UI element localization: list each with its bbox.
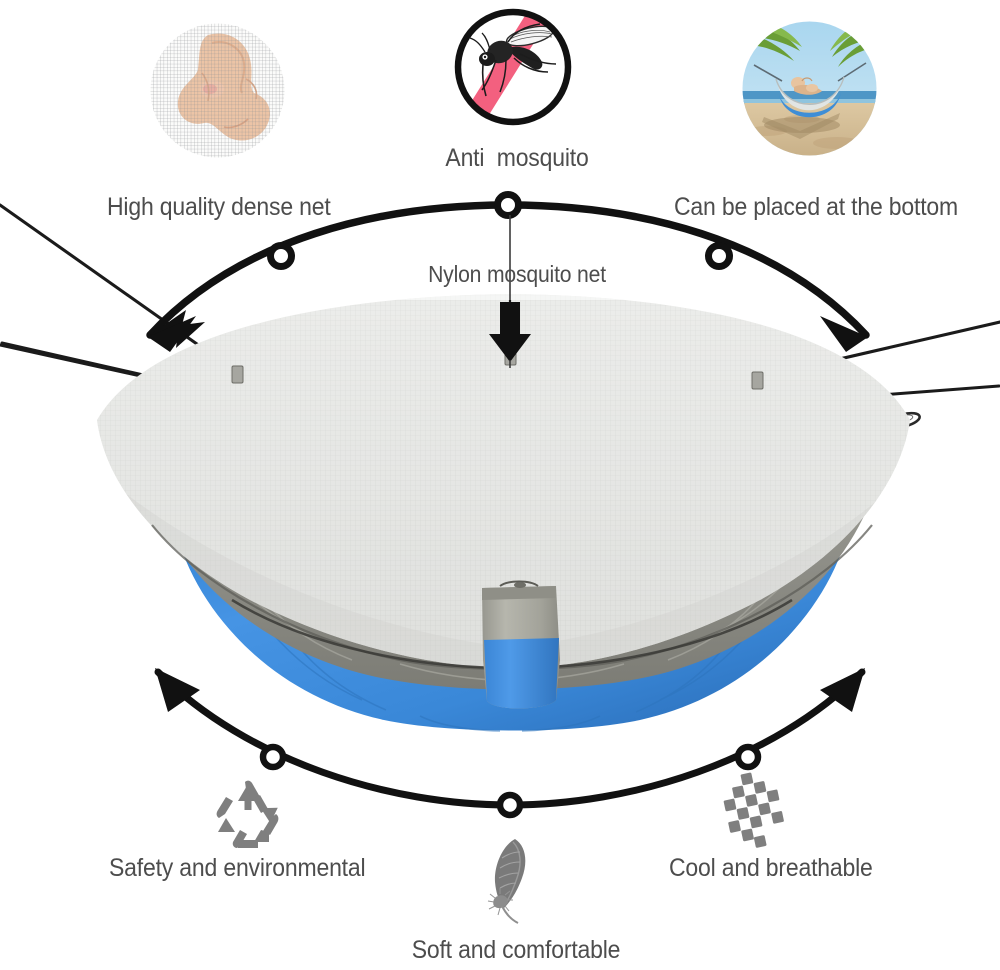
label-high-quality-dense-net: High quality dense net: [107, 193, 331, 221]
feather-icon: [480, 836, 540, 928]
bottom-arc-right-arrowhead: [820, 668, 865, 712]
mesh-net-finger-icon: [150, 23, 285, 158]
bottom-arc-left-arrowhead: [155, 668, 200, 712]
stuff-sack-pouch: [482, 580, 560, 709]
bottom-arc-node-right: [734, 743, 762, 771]
breathable-mesh-diamond-icon: [713, 771, 791, 849]
bottom-arc-node-center: [496, 791, 524, 819]
top-arc-right-arrowhead: [820, 316, 868, 352]
mini-hammock-net: [776, 77, 844, 111]
mini-person: [791, 77, 822, 95]
bottom-arc-node-left: [259, 743, 287, 771]
bottom-connector-arc: [154, 668, 866, 819]
recycle-icon: [212, 778, 284, 850]
mosquito-glyph: [469, 23, 557, 97]
diamond-mesh-squares: [723, 772, 784, 848]
top-arc-node-left: [267, 242, 295, 270]
top-connector-arc: [146, 191, 870, 352]
center-down-pointer: [489, 215, 531, 368]
label-cool-and-breathable: Cool and breathable: [669, 854, 873, 882]
top-arc-node-right: [705, 242, 733, 270]
no-mosquito-icon: [452, 6, 574, 128]
label-safety-and-environmental: Safety and environmental: [109, 854, 366, 882]
label-soft-and-comfortable: Soft and comfortable: [411, 936, 621, 964]
feather-glyph: [487, 839, 526, 924]
label-can-be-placed-at-the-bottom: Can be placed at the bottom: [674, 193, 959, 221]
beach-hammock-photo-icon: [742, 21, 877, 156]
prohibition-ring: [454, 8, 572, 126]
top-arc-node-center: [494, 191, 522, 219]
label-anti-mosquito: Anti mosquito: [445, 144, 589, 172]
label-nylon-mosquito-net: Nylon mosquito net: [428, 261, 606, 287]
mini-hammock-blue: [779, 93, 841, 118]
down-arrow-icon: [489, 302, 531, 362]
